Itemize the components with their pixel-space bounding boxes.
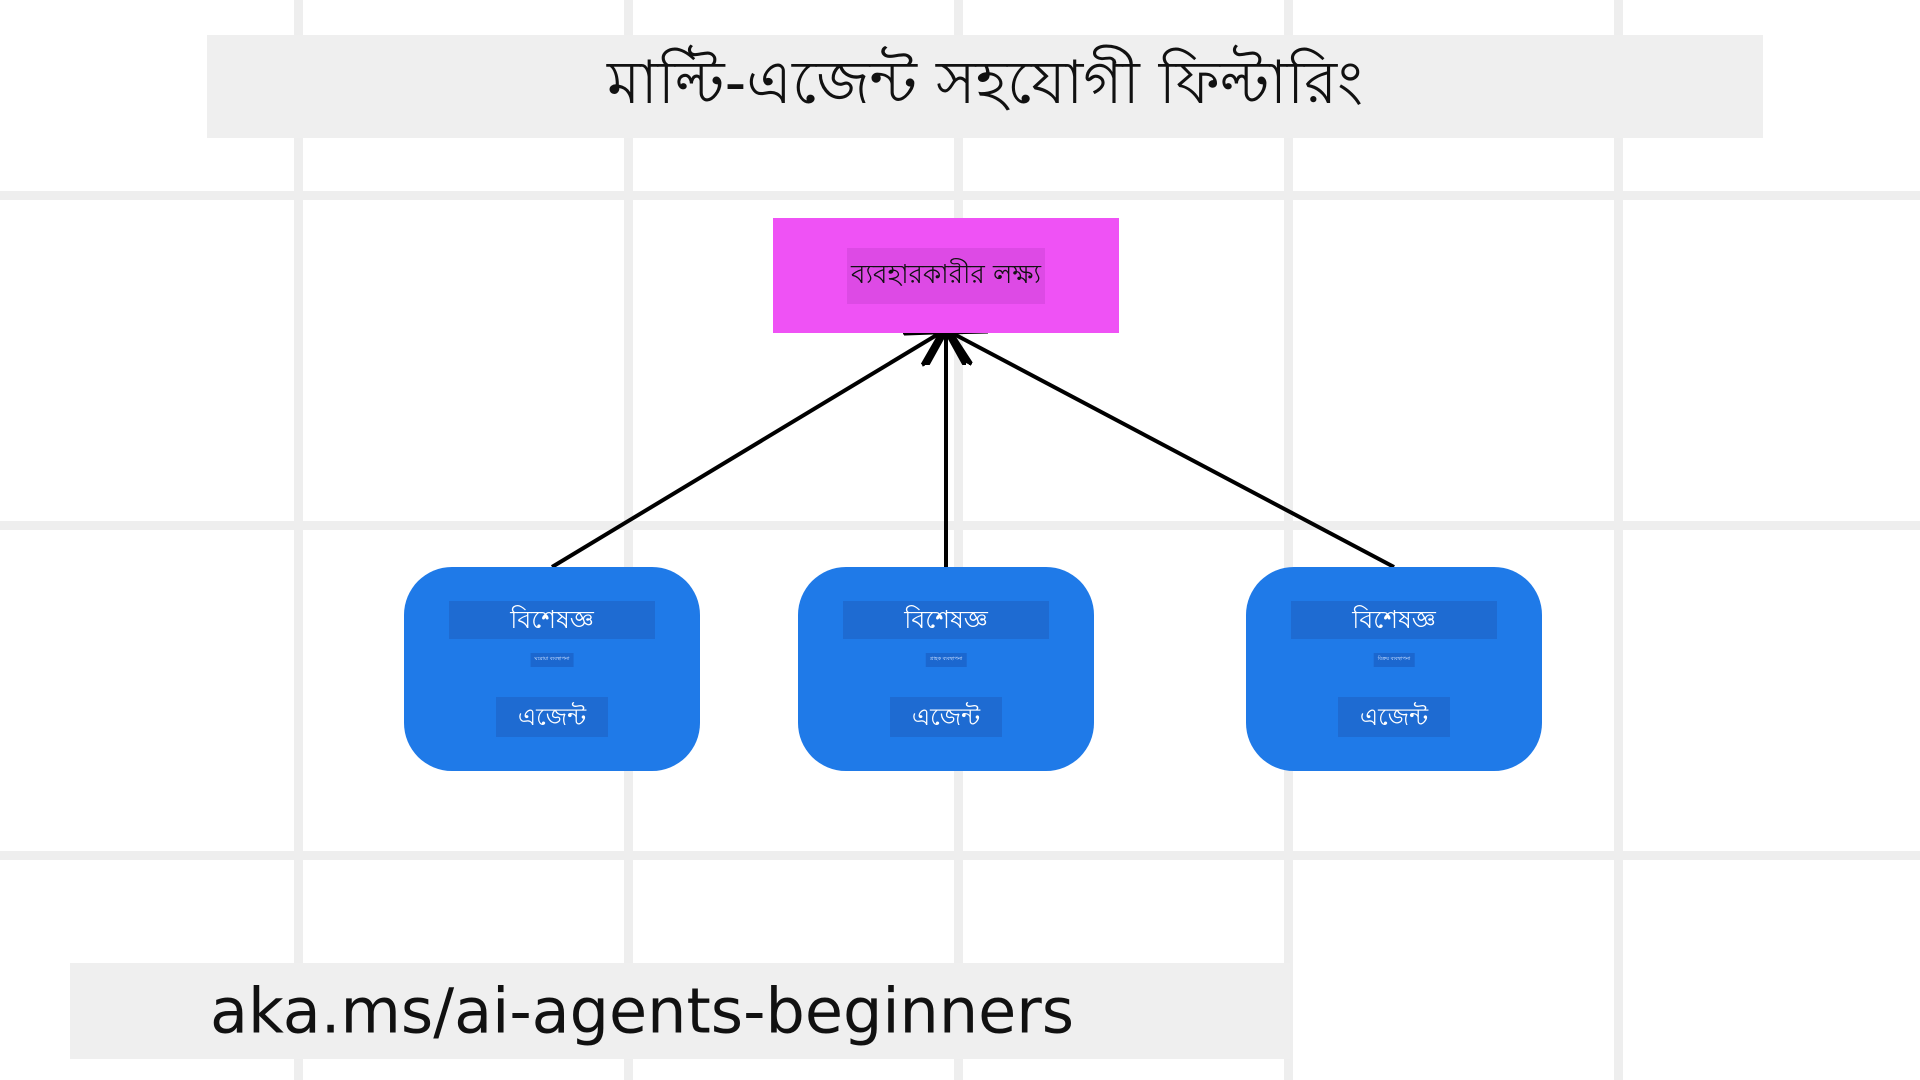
agent-subtitle: ঘরোয়া ব্যবস্থাপনা — [530, 653, 574, 667]
user-goal-label: ব্যবহারকারীর লক্ষ্য — [847, 247, 1045, 304]
specialist-agent-node-3: বিশেষজ্ঞ বিক্রয় ব্যবস্থাপনা এজেন্ট — [1246, 567, 1542, 771]
grid-line-vertical — [1284, 0, 1293, 1080]
agent-title: বিশেষজ্ঞ — [843, 601, 1049, 639]
agent-kind: এজেন্ট — [890, 697, 1002, 737]
grid-line-horizontal — [0, 521, 1920, 530]
grid-line-horizontal — [0, 191, 1920, 200]
grid-line-horizontal — [0, 851, 1920, 860]
user-goal-node: ব্যবহারকারীর লক্ষ্য — [773, 218, 1119, 333]
agent-kind: এজেন্ট — [1338, 697, 1450, 737]
grid-line-vertical — [624, 0, 633, 1080]
arrow-agent-3-to-goal — [952, 333, 1395, 569]
footer-band: aka.ms/ai-agents-beginners — [70, 963, 1290, 1059]
agent-title: বিশেষজ্ঞ — [1291, 601, 1497, 639]
agent-subtitle: বিক্রয় ব্যবস্থাপনা — [1373, 653, 1415, 667]
diagram-title: মাল্টি-এজেন্ট সহযোগী ফিল্টারিং — [607, 47, 1363, 118]
title-band: মাল্টি-এজেন্ট সহযোগী ফিল্টারিং — [207, 35, 1763, 138]
course-url: aka.ms/ai-agents-beginners — [210, 974, 1075, 1048]
specialist-agent-node-1: বিশেষজ্ঞ ঘরোয়া ব্যবস্থাপনা এজেন্ট — [404, 567, 700, 771]
grid-line-vertical — [954, 0, 963, 1080]
grid-line-vertical — [1614, 0, 1623, 1080]
agent-kind: এজেন্ট — [496, 697, 608, 737]
specialist-agent-node-2: বিশেষজ্ঞ গ্রাহক ব্যবস্থাপনা এজেন্ট — [798, 567, 1094, 771]
grid-line-vertical — [294, 0, 303, 1080]
agent-title: বিশেষজ্ঞ — [449, 601, 655, 639]
agent-subtitle: গ্রাহক ব্যবস্থাপনা — [925, 653, 967, 667]
arrow-agent-1-to-goal — [550, 333, 940, 569]
